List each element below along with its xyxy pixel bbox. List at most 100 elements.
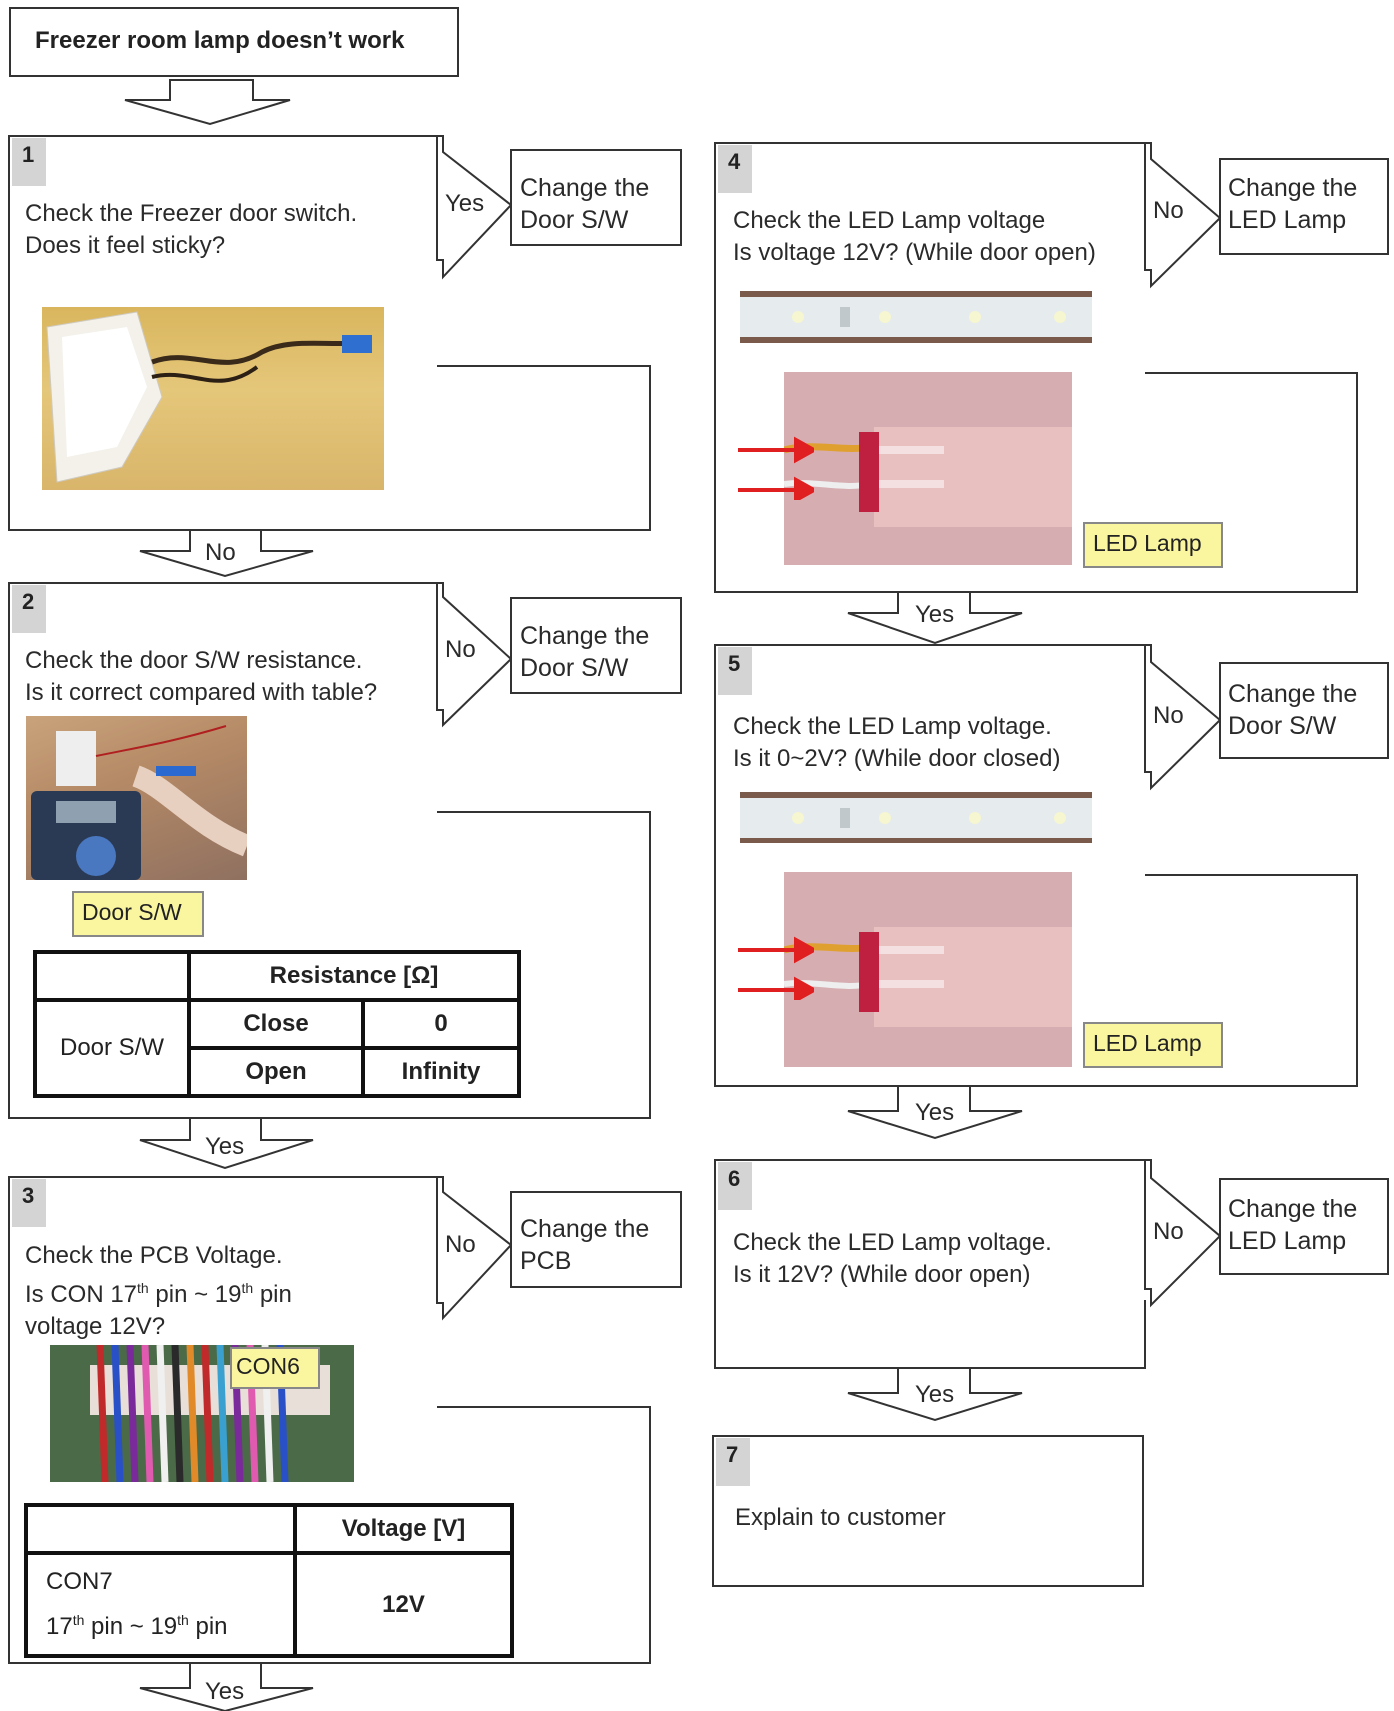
down-arrow-2 [139,1117,314,1170]
led-connector-illustration [784,872,1072,1067]
right-arrow-3 [436,1176,513,1321]
table-header: Resistance [Ω] [187,950,521,1002]
branch-label: No [1153,197,1184,224]
question-line: Check the LED Lamp voltage [733,207,1046,234]
right-arrow-1 [436,135,513,280]
step-number: 6 [718,1162,752,1210]
step-number: 7 [716,1438,750,1486]
branch-label: Yes [205,1678,245,1705]
led-strip-photo [740,291,1092,343]
down-arrow-4 [847,591,1023,645]
step-question: Check the LED Lamp voltage. Is it 0~2V? … [733,711,1060,775]
branch-label: Yes [915,1381,955,1408]
action-line: Change the [1228,1195,1358,1223]
right-arrow-2 [436,582,513,728]
text-fragment: 17 [46,1613,73,1640]
action-box-2 [510,597,682,694]
box-6-outline [714,1159,1146,1369]
superscript: th [72,1612,85,1628]
action-line: Change the [1228,174,1358,202]
row-label-line: CON7 [46,1568,113,1595]
table-header: Voltage [V] [293,1503,514,1555]
step-number: 2 [12,585,46,633]
down-arrow-6 [847,1367,1023,1422]
text-fragment: Is CON 17 [25,1281,138,1308]
table-row: CON7 17th pin ~ 19th pin 12V [24,1551,514,1658]
table-row: Door S/W Close 0 [33,998,521,1098]
door-switch-illustration [46,311,372,483]
branch-label: Yes [915,1099,955,1126]
superscript: th [137,1280,149,1296]
superscript: th [241,1280,254,1296]
led-strip-illustration [740,798,1092,838]
red-arrows [738,436,814,500]
table-cell [24,1503,297,1555]
table-cell [33,950,191,1002]
box-3-outline [8,1176,651,1664]
down-arrow-1 [139,529,314,578]
door-switch-photo [42,307,384,490]
led-connector-photo [784,372,1072,565]
action-line: Change the [1228,680,1358,708]
box-5-outline [714,644,1358,1087]
table-row: Open Infinity [35,1046,521,1098]
step-question: Explain to customer [735,1504,946,1531]
pcb-connector-illustration [50,1345,354,1482]
question-line: Is it 12V? (While door open) [733,1261,1031,1288]
superscript: th [177,1612,189,1628]
led-strip-illustration [740,297,1092,337]
photo-tag: CON6 [230,1347,320,1389]
branch-label: No [1153,702,1184,729]
action-line: Door S/W [520,206,629,234]
step-number: 1 [12,138,46,186]
question-line: Is it correct compared with table? [25,679,378,706]
action-line: PCB [520,1247,572,1275]
action-box-4 [1219,158,1389,255]
table-cell: Close [187,998,365,1050]
step-number: 5 [718,647,752,695]
photo-tag: LED Lamp [1083,522,1223,568]
box-2-outline [8,582,651,1119]
action-text: Change the Door S/W [1228,678,1357,742]
photo-tag: Door S/W [72,891,204,937]
question-line: voltage 12V? [25,1313,166,1340]
multimeter-illustration [31,725,247,880]
step-question: Check the PCB Voltage. Is CON 17th pin ~… [25,1240,292,1343]
box-1-outline [8,135,651,531]
branch-label: No [205,539,236,566]
text-fragment: pin ~ 19 [84,1613,178,1640]
action-line: Change the [520,1215,650,1243]
question-line: Is CON 17th pin ~ 19th pin [25,1272,292,1311]
table-cell: Open [187,1046,365,1098]
action-box-1 [510,149,682,246]
branch-label: Yes [205,1133,245,1160]
led-connector-photo [784,872,1072,1067]
action-box-3 [510,1191,682,1288]
step-number: 4 [718,145,752,193]
page-title: Freezer room lamp doesn’t work [9,7,459,77]
right-arrow-6 [1144,1159,1222,1308]
question-line: Check the door S/W resistance. [25,647,363,674]
led-strip-photo [740,792,1092,843]
table-row-label: CON7 17th pin ~ 19th pin [24,1551,297,1658]
action-line: LED Lamp [1228,206,1347,234]
question-line: Check the LED Lamp voltage. [733,1229,1052,1256]
text-fragment: pin ~ 19 [148,1281,242,1308]
voltage-table: Voltage [V] CON7 17th pin ~ 19th pin 12V [24,1503,514,1658]
box-4-outline [714,142,1358,593]
red-arrows [738,936,814,1000]
text-fragment: pin [188,1613,228,1640]
right-arrow-4 [1144,142,1222,289]
resistance-table: Resistance [Ω] Door S/W Close 0 Open Inf… [33,950,521,1098]
action-line: LED Lamp [1228,1227,1347,1255]
down-arrow-5 [847,1085,1023,1140]
step-question: Check the LED Lamp voltage. Is it 12V? (… [733,1227,1052,1291]
branch-label: No [445,1231,476,1258]
action-line: Change the [520,174,650,202]
table-cell: 0 [361,998,521,1050]
table-row: Voltage [V] [24,1503,514,1555]
branch-label: Yes [445,190,485,217]
action-text: Change the Door S/W [520,172,649,236]
step-number: 3 [12,1179,46,1227]
